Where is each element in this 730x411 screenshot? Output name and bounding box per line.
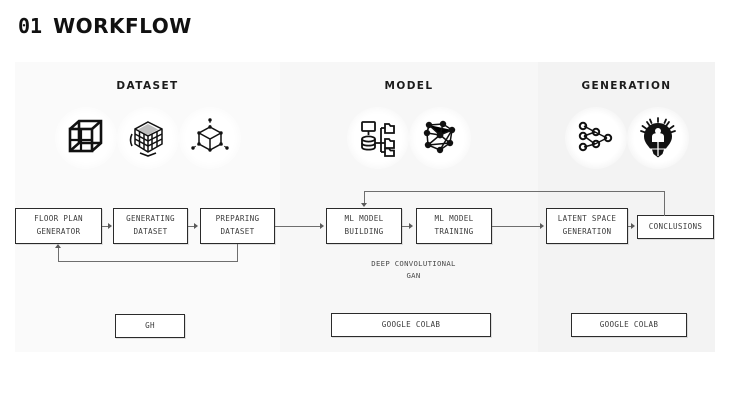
arrowhead-feedback-dataset [55,244,61,248]
decision-tree-icon [564,107,627,169]
arrowhead-feedback-model [361,203,367,207]
connector-gd-to-pd [188,226,195,227]
page-title-number: 01 [18,14,43,38]
connector-feedback-model-across [364,191,665,192]
connector-feedback-dataset-down [237,244,238,262]
icon-row-model [280,107,538,169]
toolbox-model-tool[interactable]: GOOGLE COLAB [331,313,491,337]
flowbox-latent-space-generation-label: LATENT SPACE GENERATION [557,214,617,236]
arrowhead-mmt-to-lsg [540,223,544,229]
panel-group: DATASET [15,62,715,352]
flowbox-ml-model-building[interactable]: ML MODEL BUILDING [326,208,402,244]
panel-title-generation: GENERATION [581,80,672,92]
neural-network-graph-icon [409,107,471,169]
flowbox-floor-plan-generator[interactable]: FLOOR PLAN GENERATOR [15,208,102,244]
flowbox-floor-plan-generator-label: FLOOR PLAN GENERATOR [34,214,83,236]
flowbox-ml-model-training[interactable]: ML MODEL TRAINING [416,208,492,244]
flowbox-preparing-dataset[interactable]: PREPARING DATASET [200,208,275,244]
caption-deep-convolutional-gan: DEEP CONVOLUTIONAL GAN [371,259,456,281]
icon-row-generation [538,107,715,169]
connector-feedback-dataset-across [58,261,238,262]
lightbulb-idea-icon [626,107,689,169]
panel-dataset: DATASET [15,62,280,352]
arrowhead-gd-to-pd [194,223,198,229]
toolbox-dataset-tool[interactable]: GH [115,314,185,338]
vector-cube-nodes-icon [178,107,241,169]
flowbox-ml-model-building-label: ML MODEL BUILDING [344,214,384,236]
arrowhead-lsg-to-conclusions [631,223,635,229]
flowbox-generating-dataset-label: GENERATING DATASET [126,214,175,236]
rubik-cube-icon [116,107,179,169]
database-folder-tree-icon [347,107,409,169]
panel-title-dataset: DATASET [116,80,179,92]
panel-title-model: MODEL [384,80,434,92]
arrowhead-mmb-to-mmt [409,223,413,229]
connector-lsg-to-conclusions [628,226,632,227]
toolbox-generation-tool-label: GOOGLE COLAB [599,319,659,329]
panel-model: MODEL [280,62,538,352]
flowbox-preparing-dataset-label: PREPARING DATASET [215,214,260,236]
connector-feedback-model-up [664,191,665,216]
page-title-text: WORKFLOW [53,14,192,38]
flowbox-conclusions-label: CONCLUSIONS [648,221,703,231]
toolbox-model-tool-label: GOOGLE COLAB [381,319,441,329]
arrowhead-pd-to-mmb [320,223,324,229]
connector-mmb-to-mmt [402,226,410,227]
connector-feedback-model-down [364,191,365,204]
flowbox-generating-dataset[interactable]: GENERATING DATASET [113,208,188,244]
toolbox-generation-tool[interactable]: GOOGLE COLAB [571,313,687,337]
connector-mmt-to-lsg [492,226,540,227]
connector-pd-to-mmb [275,226,320,227]
wireframe-cube-icon [54,107,117,169]
connector-fpg-to-gd [102,226,109,227]
panel-generation: GENERATION [538,62,715,352]
flowbox-conclusions[interactable]: CONCLUSIONS [637,215,714,239]
toolbox-dataset-tool-label: GH [145,320,155,330]
connector-feedback-dataset-up [58,248,59,262]
icon-row-dataset [15,107,280,169]
page-title: 01 WORKFLOW [18,14,192,38]
flowbox-latent-space-generation[interactable]: LATENT SPACE GENERATION [546,208,628,244]
arrowhead-fpg-to-gd [108,223,112,229]
flowbox-ml-model-training-label: ML MODEL TRAINING [434,214,474,236]
